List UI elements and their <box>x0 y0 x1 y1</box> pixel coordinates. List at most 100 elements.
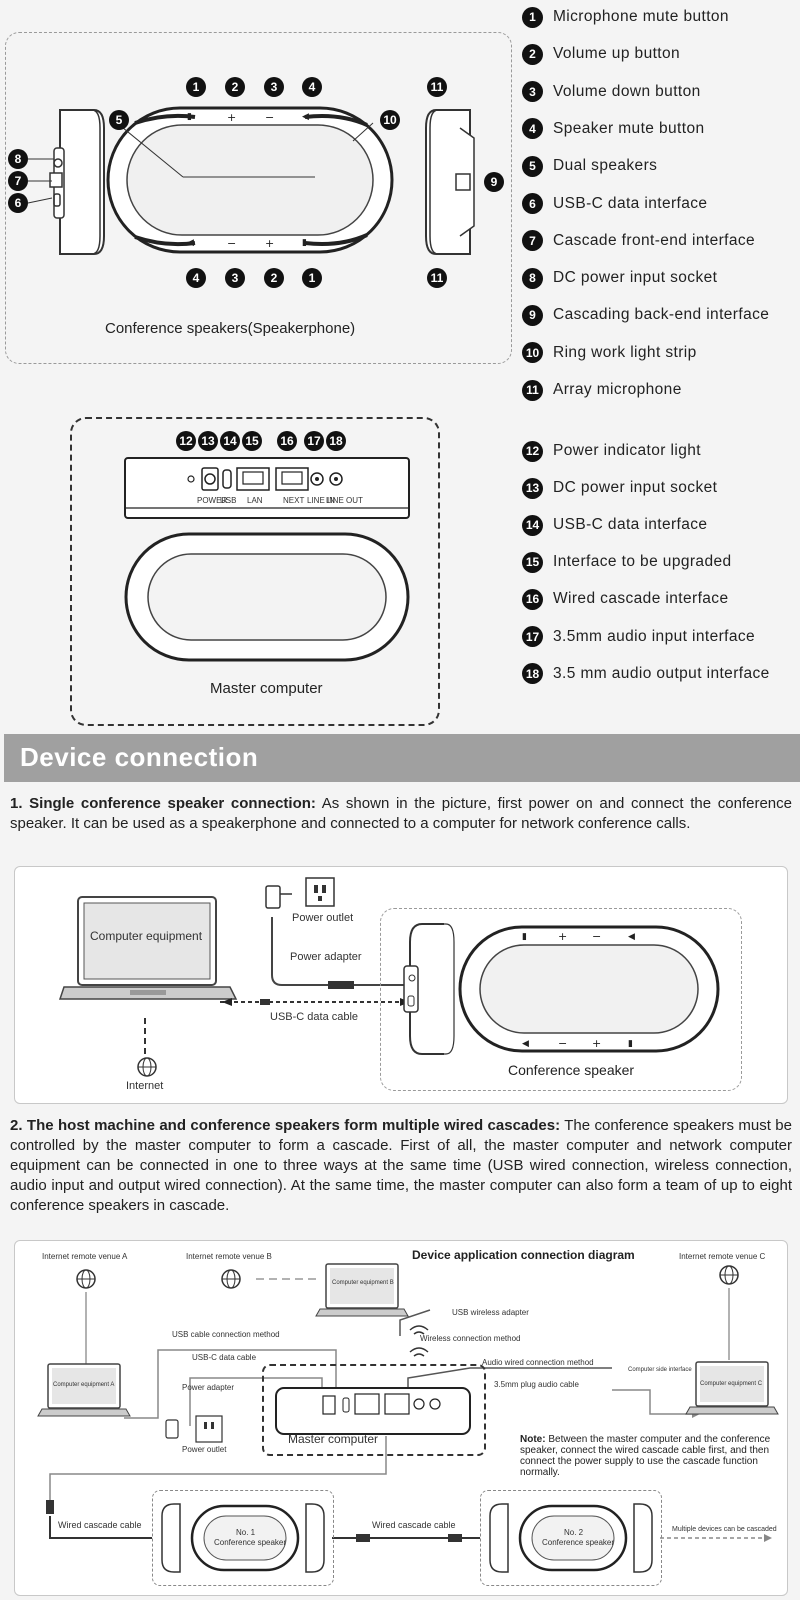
legend-label: DC power input socket <box>553 479 718 497</box>
callout-14: 14 <box>220 431 240 451</box>
laptop-b-icon <box>315 1263 409 1317</box>
svg-text:▮: ▮ <box>302 238 307 248</box>
callout-12: 12 <box>176 431 196 451</box>
internet-label: Internet <box>126 1080 164 1092</box>
legend-label: USB-C data interface <box>553 516 708 534</box>
diagram-title: Device application connection diagram <box>412 1248 635 1262</box>
legend-number-badge: 12 <box>522 440 543 462</box>
side-interface-label: Computer side interface <box>628 1367 692 1373</box>
legend-label: Speaker mute button <box>553 119 705 137</box>
laptop-c-icon <box>685 1361 779 1415</box>
power-outlet-label-2: Power outlet <box>182 1445 227 1454</box>
power-outlet-label: Power outlet <box>292 912 354 924</box>
wifi-icon <box>409 1325 429 1357</box>
callout-1-top: 1 <box>186 77 206 97</box>
paragraph-2: 2. The host machine and conference speak… <box>10 1116 792 1216</box>
callout-10: 10 <box>380 110 400 130</box>
legend-label: Cascade front-end interface <box>553 231 756 249</box>
laptop-a-icon <box>37 1363 131 1417</box>
legend-number-badge: 7 <box>522 230 543 252</box>
conference-speaker-label: Conference speaker <box>508 1062 635 1078</box>
multi-cascade-label: Multiple devices can be cascaded <box>672 1526 777 1533</box>
master-caption: Master computer <box>210 680 323 697</box>
legend-label: 3.5 mm audio output interface <box>553 664 770 682</box>
paragraph-2-body: The conference speakers must be controll… <box>10 1117 792 1214</box>
legend-item: 13 DC power input socket <box>522 477 717 499</box>
port-label-lan: LAN <box>247 496 263 505</box>
svg-text:◀: ◀ <box>628 932 635 942</box>
legend-item: 15 Interface to be upgraded <box>522 551 732 573</box>
svg-text:−: − <box>227 237 236 250</box>
master-top-view <box>124 532 410 662</box>
legend-number-badge: 16 <box>522 588 543 610</box>
svg-text:+: + <box>265 237 274 250</box>
speaker-2-number: No. 2 <box>564 1528 584 1537</box>
svg-text:▮: ▮ <box>187 112 192 122</box>
callout-4-top: 4 <box>302 77 322 97</box>
legend-number-badge: 15 <box>522 551 543 573</box>
legend-label: Cascading back-end interface <box>553 306 770 324</box>
callout-17: 17 <box>304 431 324 451</box>
globe-icon-c <box>719 1265 739 1285</box>
legend-number-badge: 6 <box>522 193 543 214</box>
legend-item: 7 Cascade front-end interface <box>522 230 755 252</box>
callout-3-bottom: 3 <box>225 268 245 288</box>
legend-number-badge: 17 <box>522 626 543 647</box>
legend-item: 17 3.5mm audio input interface <box>522 626 755 648</box>
legend-number-badge: 1 <box>522 6 543 28</box>
legend-label: Interface to be upgraded <box>553 553 732 571</box>
paragraph-1-body: As shown in the picture, first power on … <box>10 795 792 832</box>
callout-11-bottom: 11 <box>427 268 447 288</box>
callout-leaders-left <box>27 158 54 204</box>
legend-label: Dual speakers <box>553 157 658 175</box>
usbc-cable-label: USB-C data cable <box>270 1011 359 1023</box>
speaker-caption: Conference speakers(Speakerphone) <box>105 320 356 337</box>
venue-a-label: Internet remote venue A <box>42 1252 128 1261</box>
usb-method-label: USB cable connection method <box>172 1330 280 1339</box>
callout-7: 7 <box>8 171 28 191</box>
speaker-diagram-frame <box>5 32 512 364</box>
usbc-cable-label-2: USB-C data cable <box>192 1353 257 1362</box>
callout-18: 18 <box>326 431 346 451</box>
callout-2-top: 2 <box>225 77 245 97</box>
port-label-next: NEXT <box>283 496 305 505</box>
legend-number-badge: 13 <box>522 477 543 499</box>
legend-number-badge: 8 <box>522 267 543 289</box>
section-banner: Device connection <box>4 734 800 782</box>
power-adapter-label-2: Power adapter <box>182 1383 235 1392</box>
callout-13: 13 <box>198 431 218 451</box>
svg-text:◀: ◀ <box>187 238 194 248</box>
callout-6: 6 <box>8 193 28 213</box>
callout-9: 9 <box>484 172 504 192</box>
legend-label: Array microphone <box>553 381 682 398</box>
venue-c-label: Internet remote venue C <box>679 1252 766 1261</box>
svg-text:−: − <box>265 111 274 124</box>
speaker-right-side-view <box>425 109 475 255</box>
svg-text:−: − <box>592 930 601 943</box>
legend-label: 3.5mm audio input interface <box>553 627 756 645</box>
computer-a-label: Computer equipment A <box>53 1382 115 1388</box>
legend-label: Volume down button <box>553 82 701 100</box>
computer-c-label: Computer equipment C <box>700 1381 763 1387</box>
svg-text:◀: ◀ <box>302 112 309 122</box>
legend-label: USB-C data interface <box>553 194 708 212</box>
outlet-icon-2 <box>165 1415 223 1443</box>
port-label-line-out: LINE OUT <box>326 496 363 505</box>
note-heading: Note: <box>520 1434 546 1445</box>
svg-text:−: − <box>558 1037 567 1050</box>
legend-label: Power indicator light <box>553 442 701 459</box>
port-label-usb: USB <box>220 496 237 505</box>
speaker-1-frame <box>152 1490 334 1586</box>
speaker-2-name: Conference speaker <box>542 1538 615 1547</box>
svg-text:▮: ▮ <box>522 932 527 942</box>
speaker-1-icon <box>161 1503 325 1573</box>
svg-text:+: + <box>227 111 236 124</box>
port-label-power: POWER <box>197 496 228 505</box>
